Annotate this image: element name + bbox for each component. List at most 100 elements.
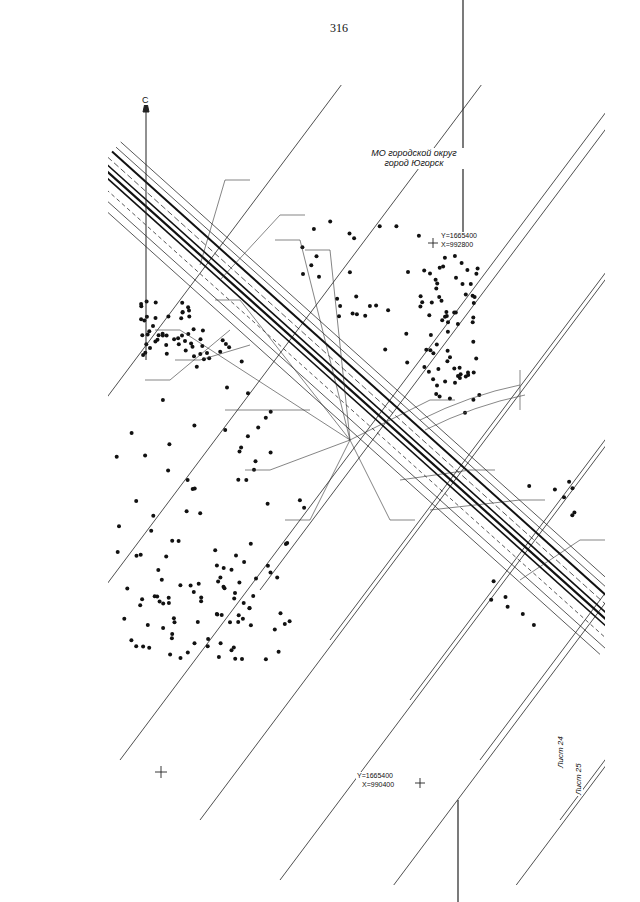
tree-symbol <box>348 232 352 236</box>
tree-symbol <box>236 620 240 624</box>
leader-shelf <box>390 520 415 521</box>
tree-symbol <box>471 320 475 324</box>
tree-symbol <box>215 612 219 616</box>
tree-symbol <box>148 346 152 350</box>
tree-symbol <box>151 514 155 518</box>
tree-symbol <box>141 645 145 649</box>
tree-symbol <box>312 227 316 231</box>
leader-line <box>430 500 520 510</box>
tree-symbol <box>157 333 161 337</box>
tree-symbol <box>474 272 478 276</box>
tree-symbol <box>236 478 240 482</box>
tree-symbol <box>428 272 432 276</box>
tree-symbol <box>571 486 575 490</box>
tree-symbol <box>301 272 305 276</box>
leader-line <box>350 440 390 520</box>
leader-shelf <box>145 380 170 381</box>
tree-symbol <box>181 310 185 314</box>
tree-symbol <box>383 347 387 351</box>
tree-symbol <box>186 651 190 655</box>
tree-symbol <box>199 599 203 603</box>
sheet-edge <box>458 0 463 902</box>
tree-symbol <box>151 324 155 328</box>
tree-symbol <box>165 352 169 356</box>
boundary-line <box>120 85 605 760</box>
tree-symbol <box>199 337 203 341</box>
tree-symbol <box>193 641 197 645</box>
tree-symbol <box>469 282 473 286</box>
boundary-lines <box>108 85 605 885</box>
tree-symbol <box>445 359 449 363</box>
tree-symbol <box>567 480 571 484</box>
tree-symbol <box>161 332 165 336</box>
tree-symbol <box>440 318 444 322</box>
tree-symbol <box>427 370 431 374</box>
tree-symbol <box>125 586 129 590</box>
tree-symbol <box>466 373 470 377</box>
tree-symbol <box>471 340 475 344</box>
tree-symbol <box>149 529 153 533</box>
leader-shelf <box>215 300 240 301</box>
tree-symbol <box>134 499 138 503</box>
tree-symbol <box>434 392 438 396</box>
boundary-line <box>200 85 605 820</box>
tree-symbol <box>368 304 372 308</box>
tree-symbol <box>266 564 270 568</box>
tree-symbol <box>180 301 184 305</box>
leader-line <box>220 215 280 280</box>
tree-symbol <box>145 300 149 304</box>
tree-symbol <box>266 502 270 506</box>
tree-symbol <box>254 576 258 580</box>
tree-symbol <box>434 278 438 282</box>
tree-symbol <box>205 351 209 355</box>
tree-symbol <box>241 617 245 621</box>
tree-symbol <box>166 314 170 318</box>
tree-symbol <box>452 366 456 370</box>
tree-symbol <box>187 315 191 319</box>
tree-symbol <box>309 263 313 267</box>
tree-symbol <box>506 605 510 609</box>
tree-symbol <box>191 487 195 491</box>
boundary-line <box>260 85 605 590</box>
tree-symbol <box>445 314 449 318</box>
tree-symbol <box>251 594 255 598</box>
tree-symbol <box>176 336 180 340</box>
tree-symbol <box>222 566 226 570</box>
tree-symbol <box>167 596 171 600</box>
tree-symbol <box>201 328 205 332</box>
tree-symbol <box>427 313 431 317</box>
tree-symbol <box>161 601 165 605</box>
tree-symbol <box>134 644 138 648</box>
boundary-line <box>460 85 605 885</box>
tree-symbol <box>489 598 493 602</box>
tree-symbol <box>237 581 241 585</box>
tree-symbol <box>195 365 199 369</box>
north-arrow <box>143 98 149 360</box>
tree-symbol <box>256 426 260 430</box>
leader-shelf <box>470 470 495 471</box>
tree-symbol <box>277 650 281 654</box>
tree-symbol <box>213 548 217 552</box>
tree-symbol <box>328 219 332 223</box>
tree-symbol <box>456 322 460 326</box>
tree-symbol <box>254 459 258 463</box>
tree-symbol <box>156 568 160 572</box>
tree-symbol <box>404 332 408 336</box>
tree-symbol <box>218 576 222 580</box>
tree-symbol <box>140 597 144 601</box>
tree-symbol <box>192 423 196 427</box>
leader-lines <box>145 180 605 580</box>
tree-symbol <box>458 376 462 380</box>
tree-symbol <box>237 613 241 617</box>
leader-line <box>240 300 350 440</box>
tree-symbol <box>315 254 319 258</box>
boundary-line <box>410 85 605 700</box>
leader-shelf <box>245 470 270 471</box>
tree-symbol <box>167 442 171 446</box>
leader-line <box>170 330 230 380</box>
tree-symbol <box>242 601 246 605</box>
region-name: МО городской округ город Югорск <box>358 148 470 169</box>
tree-symbol <box>179 656 183 660</box>
tree-symbol <box>435 342 439 346</box>
tree-symbol <box>197 582 201 586</box>
